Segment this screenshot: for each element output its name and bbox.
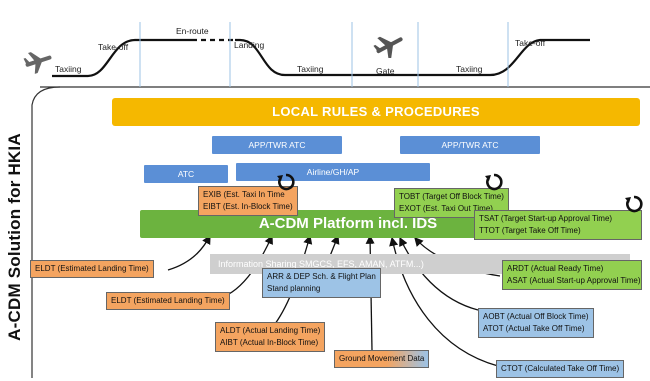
ctot-box: CTOT (Calculated Take Off Time) xyxy=(496,360,625,378)
phase-taxiing-label: Taxiing xyxy=(456,64,483,74)
stakeholder-app-twr-atc: APP/TWR ATC xyxy=(400,136,540,154)
diagram-title: A-CDM Solution for HKIA xyxy=(5,133,24,341)
tsat-ttot-box: TSAT (Target Start-up Approval Time)TTOT… xyxy=(474,210,642,240)
cycle-arrow-icon xyxy=(485,173,503,191)
phase-taxiing-label: Taxiing xyxy=(55,64,82,74)
phase-gate-label: Gate xyxy=(376,66,395,76)
eldt-box: ELDT (Estimated Landing Time) xyxy=(106,292,230,310)
stakeholder-app-twr-atc: APP/TWR ATC xyxy=(212,136,342,154)
eldt-box: ELDT (Estimated Landing Time) xyxy=(30,260,154,278)
stakeholder-atc: ATC xyxy=(144,165,228,183)
stakeholder-airline-gh-ap: Airline/GH/AP xyxy=(236,163,430,181)
airplane-icon xyxy=(23,52,52,74)
phase-take-off-label: Take-off xyxy=(515,38,546,48)
phase-landing-label: Landing xyxy=(234,40,265,50)
aobt-atot-box: AOBT (Actual Off Block Time)ATOT (Actual… xyxy=(478,308,594,338)
ardt-asat-box: ARDT (Actual Ready Time)ASAT (Actual Sta… xyxy=(502,260,642,290)
cycle-arrow-icon xyxy=(277,173,295,191)
ground-movement-box: Ground Movement Data xyxy=(334,350,430,368)
phase-take-off-label: Take-off xyxy=(98,42,129,52)
flight-profile-line xyxy=(52,38,192,78)
phase-taxiing-label: Taxiing xyxy=(297,64,324,74)
airplane-icon xyxy=(373,36,403,58)
aldt-aibt-box: ALDT (Actual Landing Time)AIBT (Actual I… xyxy=(215,322,326,352)
local-rules-banner: LOCAL RULES & PROCEDURES xyxy=(112,98,640,126)
cycle-arrow-icon xyxy=(625,195,643,213)
phase-en-route-label: En-route xyxy=(176,26,209,36)
